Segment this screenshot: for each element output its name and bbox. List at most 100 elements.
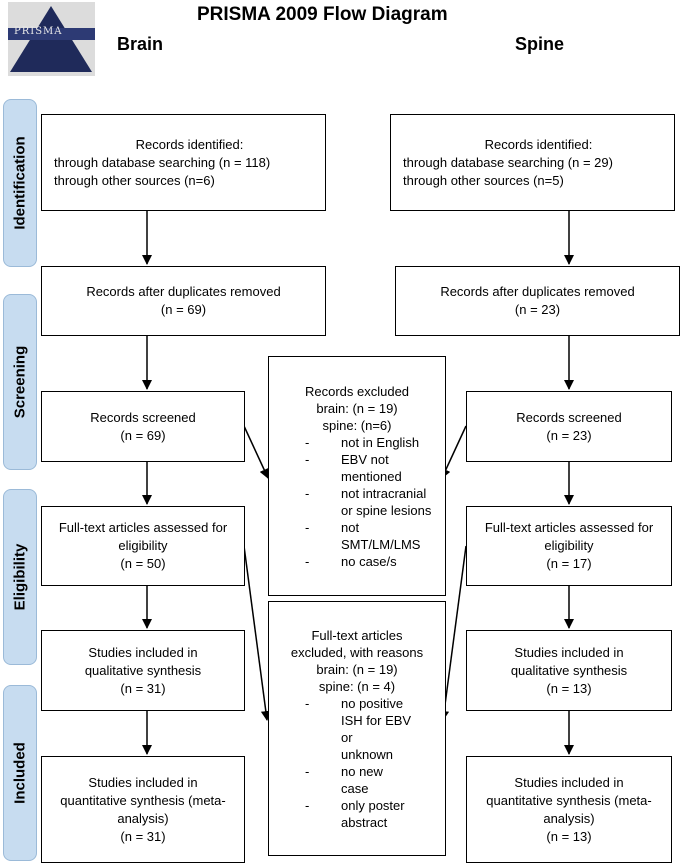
- column-heading-spine: Spine: [515, 34, 565, 54]
- box-line: excluded, with reasons: [290, 644, 424, 660]
- box-line: Studies included in: [88, 644, 198, 660]
- exclusion-text: not intracranial: [341, 485, 427, 501]
- exclusion-text: no new: [341, 763, 383, 779]
- exclusion-item: - only poster: [269, 797, 445, 814]
- exclusion-item: -no case/s: [269, 553, 445, 570]
- bullet-dash: [269, 814, 341, 831]
- box-line: through other sources (n=5): [403, 172, 564, 188]
- bullet-dash: -: [305, 519, 310, 535]
- spine-after-duplicates-box: Records after duplicates removed (n = 23…: [395, 266, 680, 336]
- box-line: (n = 31): [120, 680, 166, 696]
- exclusion-item: - not intracranial: [269, 485, 445, 502]
- brain-qualitative-box: Studies included in qualitative synthesi…: [41, 630, 245, 711]
- box-line: Studies included in: [88, 774, 198, 790]
- exclusion-item: SMT/LM/LMS: [269, 536, 445, 553]
- exclusion-text: SMT/LM/LMS: [341, 536, 421, 552]
- prisma-logo-graphic: [8, 6, 95, 72]
- arrow-spine-fulltext-to-excluded: [439, 545, 467, 721]
- box-line: brain: (n = 19): [316, 661, 398, 677]
- exclusion-text: not: [341, 519, 360, 535]
- bullet-dash: [269, 502, 341, 519]
- column-heading-brain: Brain: [117, 34, 164, 54]
- exclusion-text: case: [341, 780, 369, 796]
- prisma-logo: PRISMA: [8, 2, 95, 76]
- exclusion-text: no case/s: [341, 553, 397, 569]
- exclusion-text: or spine lesions: [341, 502, 432, 518]
- spine-qualitative-box: Studies included in qualitative synthesi…: [466, 630, 672, 711]
- bullet-dash: [269, 468, 341, 485]
- box-line: through database searching (n = 118): [54, 154, 271, 170]
- box-line: (n = 13): [546, 828, 592, 844]
- stage-identification: Identification: [3, 99, 37, 267]
- exclusion-text: no positive: [341, 695, 404, 711]
- box-line: (n = 69): [120, 427, 166, 443]
- box-line: Full-text articles assessed for: [58, 520, 228, 535]
- bullet-dash: [269, 746, 341, 763]
- bullet-dash: -: [305, 763, 310, 779]
- box-line: (n = 23): [514, 302, 561, 317]
- exclusion-item: - not: [269, 519, 445, 536]
- arrow-brain-fulltext-to-excluded: [243, 545, 271, 721]
- box-line: (n = 69): [160, 302, 207, 317]
- box-line: analysis): [543, 810, 595, 826]
- box-line: through database searching (n = 29): [403, 154, 613, 170]
- box-line: Records screened: [90, 409, 196, 425]
- brain-records-identified-box: Records identified: through database sea…: [41, 114, 326, 211]
- exclusion-text: or: [341, 729, 353, 745]
- exclusion-item: ISH for EBV: [269, 712, 445, 729]
- box-line: Records identified:: [135, 136, 244, 152]
- exclusion-text: mentioned: [341, 468, 402, 484]
- box-line: (n = 31): [120, 828, 166, 844]
- box-line: Studies included in: [514, 774, 624, 790]
- exclusion-text: abstract: [341, 814, 388, 830]
- stage-included: Included: [3, 685, 37, 861]
- box-line: eligibility: [118, 538, 168, 553]
- box-line: spine: (n=6): [322, 417, 392, 433]
- bullet-dash: -: [305, 695, 310, 711]
- bullet-dash: -: [305, 797, 310, 813]
- box-line: qualitative synthesis: [84, 662, 202, 678]
- bullet-dash: -: [305, 485, 310, 501]
- exclusion-item: or spine lesions: [269, 502, 445, 519]
- box-line: (n = 17): [546, 556, 592, 571]
- box-line: (n = 50): [120, 556, 166, 571]
- exclusion-item: mentioned: [269, 468, 445, 485]
- stage-eligibility: Eligibility: [3, 489, 37, 665]
- spine-fulltext-assessed-box: Full-text articles assessed for eligibil…: [466, 506, 672, 586]
- box-line: (n = 23): [546, 427, 592, 443]
- bullet-dash: -: [305, 451, 310, 467]
- spine-records-screened-box: Records screened (n = 23): [466, 391, 672, 462]
- exclusion-text: only poster: [341, 797, 405, 813]
- spine-quantitative-box: Studies included in quantitative synthes…: [466, 756, 672, 863]
- brain-fulltext-assessed-box: Full-text articles assessed for eligibil…: [41, 506, 245, 586]
- exclusion-item: unknown: [269, 746, 445, 763]
- exclusion-text: ISH for EBV: [341, 712, 412, 728]
- fulltext-excluded-box: Full-text articles excluded, with reason…: [268, 601, 446, 856]
- exclusion-item: - EBV not: [269, 451, 445, 468]
- exclusion-text: not in English: [341, 434, 420, 450]
- bullet-dash: [269, 712, 341, 729]
- bullet-dash: [269, 780, 341, 797]
- bullet-dash: [269, 536, 341, 553]
- arrow-brain-screened-to-excluded: [243, 425, 269, 479]
- box-line: quantitative synthesis (meta-: [60, 792, 226, 808]
- exclusion-item: case: [269, 780, 445, 797]
- spine-records-identified-box: Records identified: through database sea…: [390, 114, 675, 211]
- records-excluded-box: Records excluded brain: (n = 19) spine: …: [268, 356, 446, 596]
- brain-records-screened-box: Records screened (n = 69): [41, 391, 245, 462]
- brain-quantitative-box: Studies included in quantitative synthes…: [41, 756, 245, 863]
- box-line: Records identified:: [484, 136, 593, 152]
- box-line: Records excluded: [304, 383, 410, 399]
- box-line: through other sources (n=6): [54, 172, 215, 188]
- box-line: qualitative synthesis: [510, 662, 628, 678]
- box-line: spine: (n = 4): [318, 678, 396, 694]
- brain-after-duplicates-box: Records after duplicates removed (n = 69…: [41, 266, 326, 336]
- diagram-title: PRISMA 2009 Flow Diagram: [197, 4, 448, 25]
- exclusion-text: EBV not: [341, 451, 389, 467]
- box-line: Studies included in: [514, 644, 624, 660]
- exclusion-text: unknown: [341, 746, 394, 762]
- box-line: (n = 13): [546, 680, 592, 696]
- box-line: analysis): [117, 810, 169, 826]
- box-line: Full-text articles assessed for: [484, 520, 654, 535]
